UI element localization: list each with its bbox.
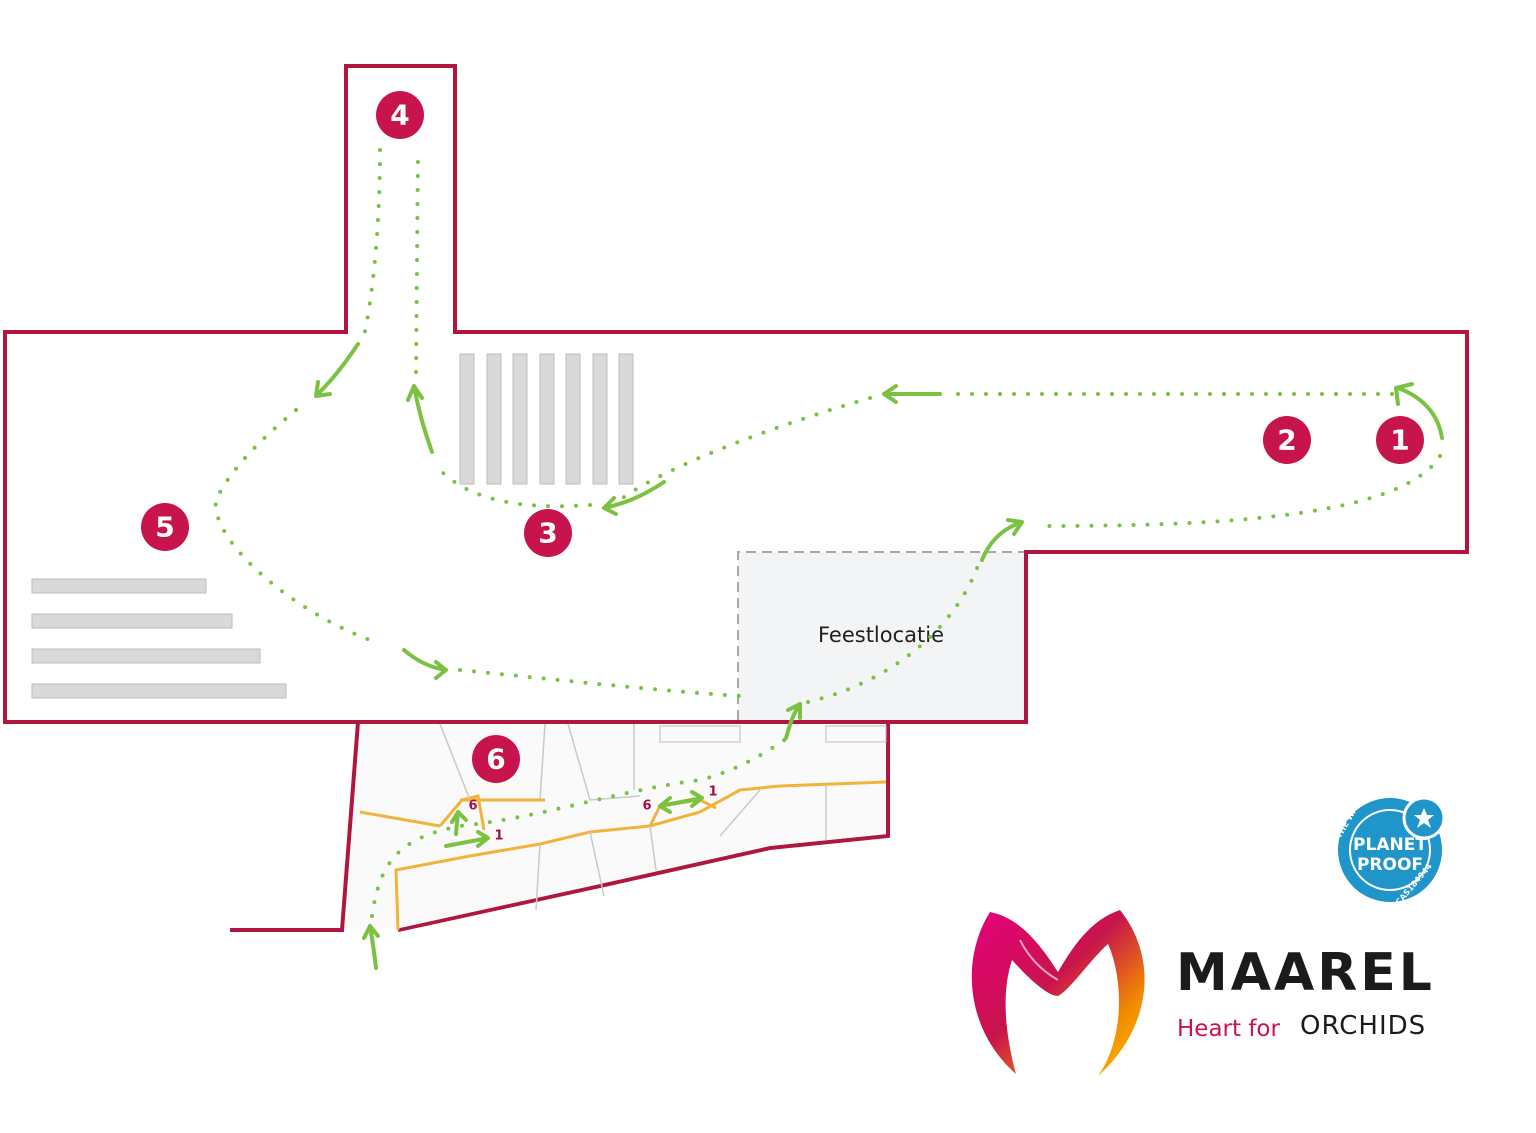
rack-group-left (31, 578, 287, 699)
annex-floor (346, 724, 886, 928)
feestlocatie-border (737, 551, 1024, 720)
route-arrows (314, 342, 1444, 970)
svg-text:2: 2 (1277, 424, 1296, 457)
svg-text:1: 1 (1390, 424, 1409, 457)
route-marker-2: 2 (1263, 416, 1311, 464)
svg-text:PLANET: PLANET (1353, 835, 1427, 855)
annex-details (359, 723, 887, 931)
feestlocatie-label: Feestlocatie (818, 623, 944, 647)
maarel-logo-mark (971, 910, 1145, 1076)
brand-tagline-part2: ORCHIDS (1300, 1011, 1426, 1041)
route-marker-3: 3 (524, 509, 572, 557)
svg-text:PROOF: PROOF (1357, 855, 1423, 875)
inset-marker-1b: 1 (708, 785, 717, 800)
route-marker-1: 1 (1376, 416, 1424, 464)
svg-text:6: 6 (486, 743, 505, 776)
route-marker-5: 5 (141, 503, 189, 551)
inset-marker-6b: 6 (642, 799, 651, 814)
brand-name: MAAREL (1176, 943, 1435, 1003)
inset-marker-6a: 6 (468, 799, 477, 814)
rack-group-center (459, 353, 634, 485)
feestlocatie-area (738, 552, 1024, 720)
planet-proof-badge: PLANET PROOF ON THE WAY TO ECAS184944 (1326, 787, 1446, 911)
svg-text:5: 5 (155, 511, 174, 544)
brand-tagline-part1: Heart for (1177, 1016, 1280, 1042)
route-marker-4: 4 (376, 91, 424, 139)
route-marker-6: 6 (472, 735, 520, 783)
inset-marker-1a: 1 (494, 829, 503, 844)
svg-text:3: 3 (538, 517, 557, 550)
building-outline (3, 64, 1469, 724)
annex-outline (230, 720, 890, 932)
svg-text:4: 4 (390, 99, 409, 132)
walking-route (213, 148, 1442, 918)
